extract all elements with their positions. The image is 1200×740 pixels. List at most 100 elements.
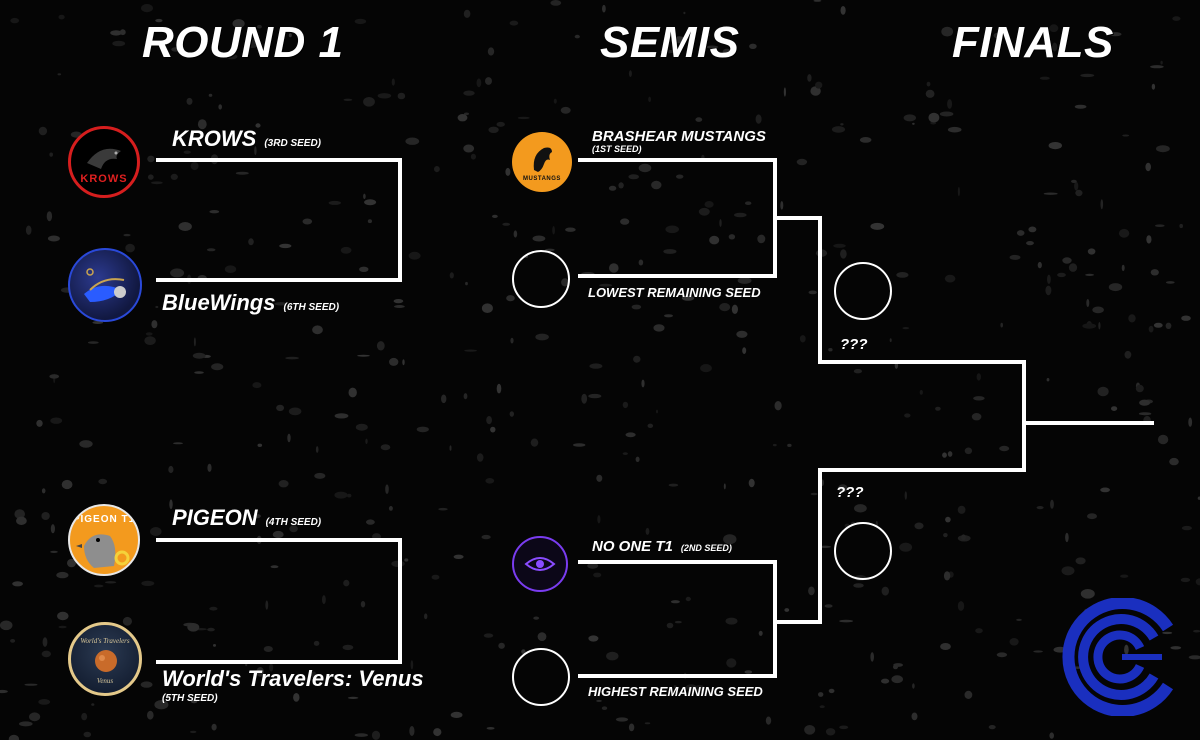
speckle (83, 731, 92, 738)
speckle (996, 652, 1008, 658)
speckle (1016, 230, 1025, 236)
speckle (903, 114, 916, 122)
speckle (703, 31, 710, 38)
speckle (252, 382, 262, 389)
speckle (731, 304, 739, 314)
speckle (340, 246, 352, 254)
team-pigeon-name: PIGEON (172, 505, 258, 530)
speckle (565, 227, 576, 232)
speckle (449, 445, 452, 451)
speckle (391, 78, 395, 86)
speckle (1039, 76, 1050, 80)
team-mustangs: BRASHEAR MUSTANGS (1ST SEED) (592, 128, 766, 154)
speckle (1169, 457, 1179, 466)
speckle (694, 684, 705, 692)
speckle (723, 483, 726, 490)
speckle (450, 711, 463, 719)
speckle (581, 393, 588, 404)
speckle (190, 699, 198, 704)
speckle (935, 406, 941, 411)
speckle (1033, 650, 1043, 653)
speckle (302, 218, 313, 225)
speckle (668, 483, 679, 487)
speckle (41, 650, 51, 658)
team-noone: NO ONE T1(2ND SEED) (592, 538, 732, 556)
speckle (151, 181, 163, 185)
speckle (438, 507, 448, 511)
speckle (1000, 322, 1003, 328)
speckle (622, 401, 629, 409)
speckle (1124, 350, 1132, 359)
speckle (1128, 314, 1136, 323)
finals-title: FINALS (952, 18, 1114, 67)
speckle (638, 259, 644, 266)
speckle (833, 243, 846, 248)
speckle (315, 446, 319, 453)
speckle (123, 233, 131, 237)
speckle (957, 601, 965, 611)
speckle (947, 126, 962, 133)
speckle (902, 327, 910, 330)
speckle (183, 150, 191, 154)
speckle (787, 443, 792, 447)
speckle (1050, 499, 1054, 509)
speckle (314, 472, 326, 479)
speckle (709, 235, 720, 245)
team-mustangs-name: BRASHEAR MUSTANGS (592, 128, 766, 145)
speckle (306, 682, 310, 687)
speckle (719, 219, 722, 227)
speckle (389, 357, 399, 366)
speckle (147, 710, 154, 720)
speckle (1049, 732, 1054, 739)
speckle (1151, 83, 1156, 90)
speckle (246, 39, 259, 48)
speckle (485, 478, 495, 484)
speckle (310, 671, 317, 679)
speckle (215, 27, 223, 31)
speckle (854, 504, 867, 513)
speckle (408, 251, 421, 260)
speckle (1048, 142, 1063, 150)
speckle (0, 689, 8, 694)
speckle (376, 341, 385, 351)
speckle (1087, 513, 1097, 520)
speckle (434, 166, 440, 173)
speckle (193, 337, 196, 347)
speckle (656, 409, 658, 414)
speckle (665, 225, 679, 234)
speckle (464, 349, 477, 352)
speckle (502, 222, 511, 226)
speckle (41, 488, 46, 494)
speckle (1085, 273, 1095, 276)
speckle (359, 266, 369, 272)
horse-icon (533, 147, 552, 172)
speckle (190, 161, 199, 171)
speckle (50, 524, 56, 534)
speckle (831, 126, 846, 133)
speckle (377, 93, 392, 99)
semi-m1-bracket (578, 158, 777, 278)
speckle (433, 728, 442, 737)
speckle (235, 171, 249, 175)
speckle (98, 478, 108, 485)
speckle (638, 163, 652, 173)
speckle (509, 411, 514, 417)
speckle (61, 479, 73, 490)
speckle (313, 640, 320, 646)
speckle (517, 116, 530, 120)
speckle (57, 73, 62, 76)
semi-m2-empty-slot (512, 648, 570, 706)
speckle (112, 40, 126, 47)
highest-remaining-seed-label: HIGHEST REMAINING SEED (588, 684, 763, 699)
speckle (758, 630, 763, 636)
speckle (783, 87, 787, 97)
speckle (804, 725, 816, 735)
speckle (573, 443, 586, 447)
speckle (722, 48, 731, 56)
speckle (943, 571, 951, 581)
speckle (700, 364, 712, 373)
speckle (8, 734, 20, 740)
speckle (171, 47, 181, 52)
speckle (485, 77, 492, 85)
team-bluewings-name: BlueWings (162, 290, 276, 315)
